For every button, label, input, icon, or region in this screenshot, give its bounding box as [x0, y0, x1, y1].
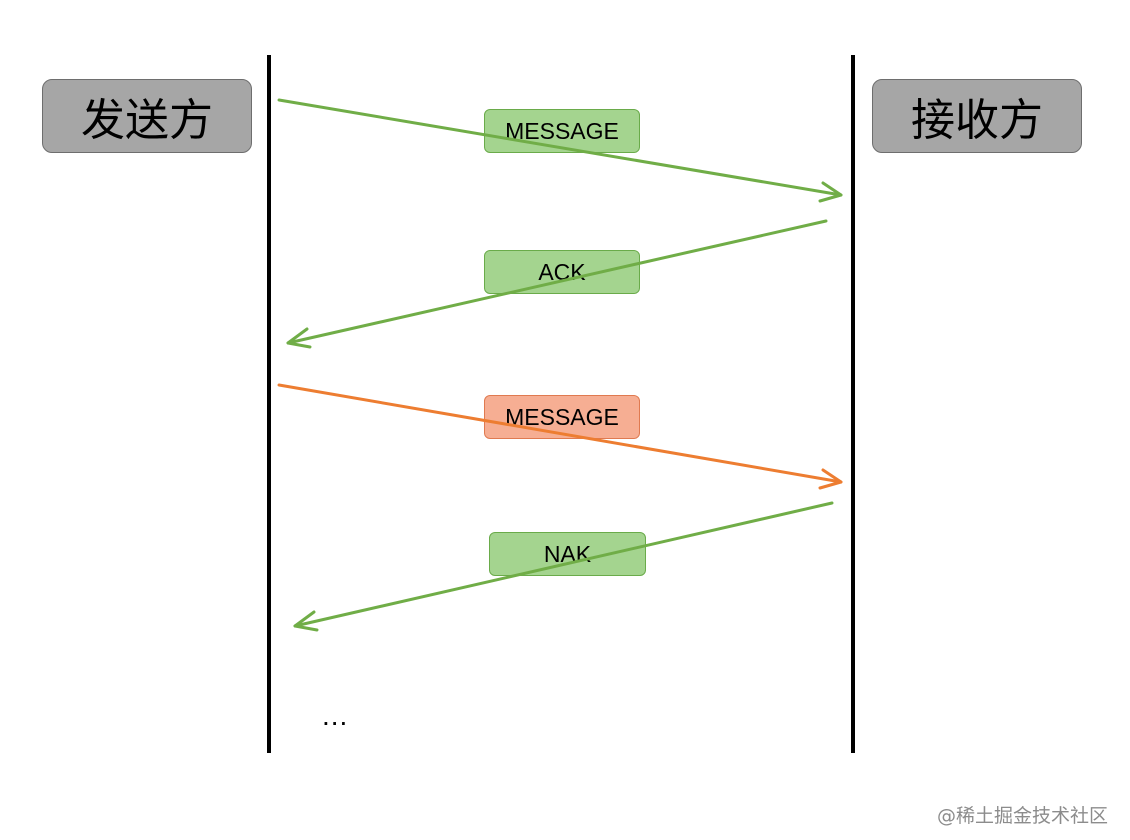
ack-label: ACK	[484, 250, 640, 294]
receiver-box: 接收方	[872, 79, 1082, 153]
message-label-2: MESSAGE	[484, 395, 640, 439]
sender-label: 发送方	[81, 95, 213, 146]
nak-label: NAK	[489, 532, 646, 576]
sender-box: 发送方	[42, 79, 252, 153]
message-arrow-2-head	[818, 468, 843, 490]
continuation-ellipsis: ...	[322, 700, 349, 731]
sender-lifeline	[267, 55, 271, 753]
message-arrow-1-head	[818, 181, 843, 203]
receiver-lifeline	[851, 55, 855, 753]
watermark: @稀土掘金技术社区	[936, 805, 1108, 827]
nak-arrow-head	[293, 610, 319, 632]
receiver-label: 接收方	[911, 95, 1043, 146]
message-label-1: MESSAGE	[484, 109, 640, 153]
ack-arrow-head	[286, 327, 312, 349]
